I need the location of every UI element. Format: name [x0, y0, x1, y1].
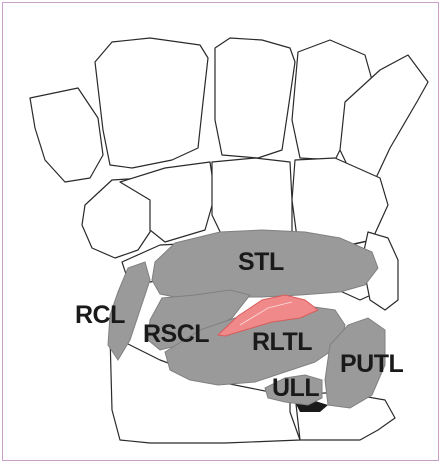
metacarpal-2 [95, 38, 208, 168]
label-rltl: RLTL [252, 328, 312, 356]
label-ull: ULL [272, 374, 319, 402]
label-putl: PUTL [340, 350, 404, 378]
metacarpal-3 [215, 38, 295, 158]
label-stl: STL [238, 248, 284, 276]
label-rscl: RSCL [143, 320, 209, 348]
label-rcl: RCL [75, 301, 125, 329]
metacarpal-1 [30, 88, 103, 182]
